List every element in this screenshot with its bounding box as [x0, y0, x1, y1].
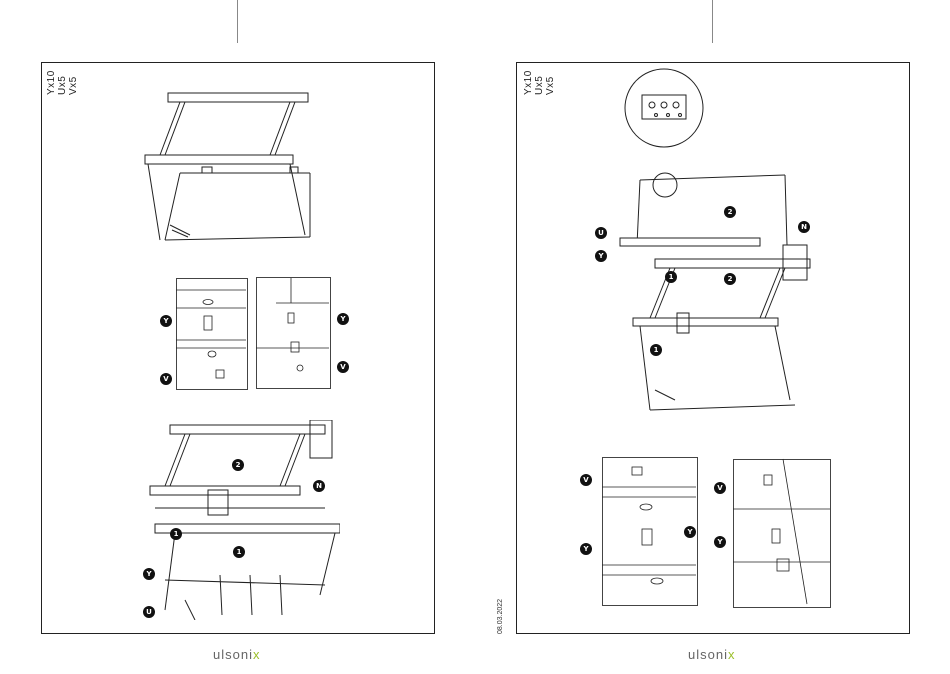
print-date: 08.03.2022	[497, 599, 504, 634]
callout-step-2-left: 2	[232, 459, 244, 471]
left-detail-drawings	[176, 278, 329, 388]
callout-step-2-right-a: 2	[724, 206, 736, 218]
left-parts-list: Yx10 Ux5 Vx5	[46, 70, 79, 95]
callout-v-left-2: V	[337, 361, 349, 373]
parts-item-u: Ux5	[534, 70, 545, 95]
callout-y-right-3: Y	[684, 526, 696, 538]
callout-v-right-1: V	[580, 474, 592, 486]
callout-n-left: N	[313, 480, 325, 492]
parts-item-y: Yx10	[46, 70, 57, 95]
callout-v-right-2: V	[714, 482, 726, 494]
callout-step-2-right-b: 2	[724, 273, 736, 285]
right-brand-logo: ulsonix	[688, 647, 735, 662]
left-assembly-drawing	[140, 420, 340, 620]
left-brand-logo: ulsonix	[213, 647, 260, 662]
callout-1-right: 1	[665, 271, 677, 283]
callout-u-left: U	[143, 606, 155, 618]
callout-1-right-side: 1	[650, 344, 662, 356]
callout-y-right-4: Y	[714, 536, 726, 548]
parts-item-v: Vx5	[68, 70, 79, 95]
parts-item-v: Vx5	[545, 70, 556, 95]
right-assembly-drawing	[615, 165, 815, 415]
callout-v-left-1: V	[160, 373, 172, 385]
crop-mark-right	[712, 0, 713, 43]
left-frame-drawing	[140, 85, 320, 250]
crop-mark-left	[237, 0, 238, 43]
callout-u-right: U	[595, 227, 607, 239]
callout-1-left-side: 1	[170, 528, 182, 540]
parts-item-y: Yx10	[523, 70, 534, 95]
right-detail-drawings	[602, 457, 830, 607]
callout-y-left-1: Y	[160, 315, 172, 327]
zoom-detail-circle	[620, 67, 708, 149]
callout-y-right-2: Y	[580, 543, 592, 555]
callout-n-right: N	[798, 221, 810, 233]
callout-y-left-2: Y	[337, 313, 349, 325]
callout-y-right-1: Y	[595, 250, 607, 262]
right-parts-list: Yx10 Ux5 Vx5	[523, 70, 556, 95]
callout-y-left-3: Y	[143, 568, 155, 580]
callout-step-1-left: 1	[233, 546, 245, 558]
parts-item-u: Ux5	[57, 70, 68, 95]
